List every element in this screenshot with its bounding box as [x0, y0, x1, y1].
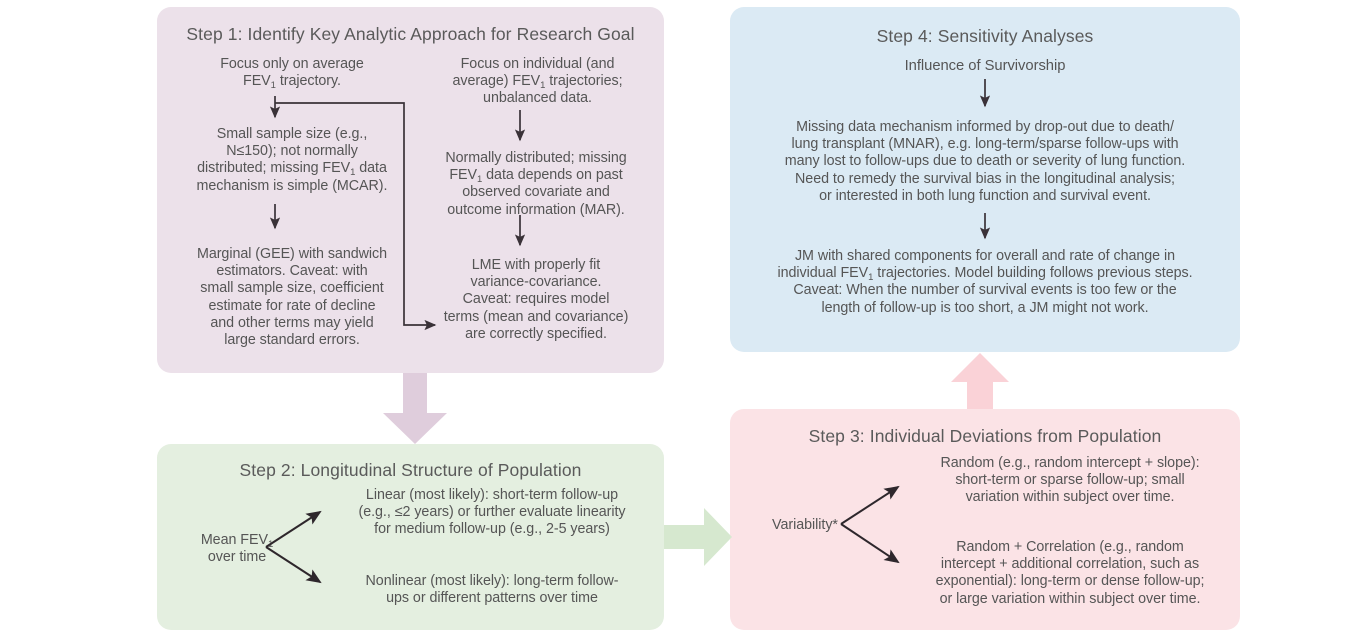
step1-left-node3: Marginal (GEE) with sandwich estimators.… [196, 246, 388, 349]
step1-right-node1: Focus on individual (and average) FEV1 t… [452, 56, 623, 107]
panel-step3: Step 3: Individual Deviations from Popul… [730, 409, 1240, 630]
step2-branch-nonlinear: Nonlinear (most likely): long-term follo… [365, 573, 619, 607]
step4-node1: Missing data mechanism informed by drop-… [784, 119, 1186, 204]
connector-step3-to-step4-arrow-icon [951, 353, 1009, 409]
step3-branch-random-correlation: Random + Correlation (e.g., random inter… [935, 539, 1205, 607]
step2-title: Step 2: Longitudinal Structure of Popula… [239, 460, 582, 480]
panel-step2: Step 2: Longitudinal Structure of Popula… [157, 444, 664, 630]
step3-source: Variability* [772, 517, 838, 533]
step1-left-node2: Small sample size (e.g., N≤150); not nor… [196, 126, 388, 194]
step1-right-node2: Normally distributed; missing FEV1 data … [445, 150, 627, 218]
step3-title: Step 3: Individual Deviations from Popul… [808, 426, 1162, 446]
step3-branch-random: Random (e.g., random intercept + slope):… [940, 455, 1200, 506]
connector-step1-to-step2-arrow-icon [383, 373, 447, 444]
step1-right-node3: LME with properly fit variance-covarianc… [443, 257, 629, 342]
step4-subtitle: Influence of Survivorship [904, 58, 1066, 74]
panel-step4: Step 4: Sensitivity Analyses Influence o… [730, 7, 1240, 352]
panel-step1: Step 1: Identify Key Analytic Approach f… [157, 7, 664, 373]
step4-node2: JM with shared components for overall an… [777, 248, 1193, 316]
step2-source: Mean FEV1 over time [200, 532, 274, 566]
step4-title: Step 4: Sensitivity Analyses [876, 26, 1094, 46]
connector-step2-to-step3-arrow-icon [664, 508, 732, 566]
step2-branch-linear: Linear (most likely): short-term follow-… [358, 487, 626, 538]
step1-left-node1: Focus only on average FEV1 trajectory. [220, 56, 364, 92]
step1-title: Step 1: Identify Key Analytic Approach f… [186, 24, 635, 44]
